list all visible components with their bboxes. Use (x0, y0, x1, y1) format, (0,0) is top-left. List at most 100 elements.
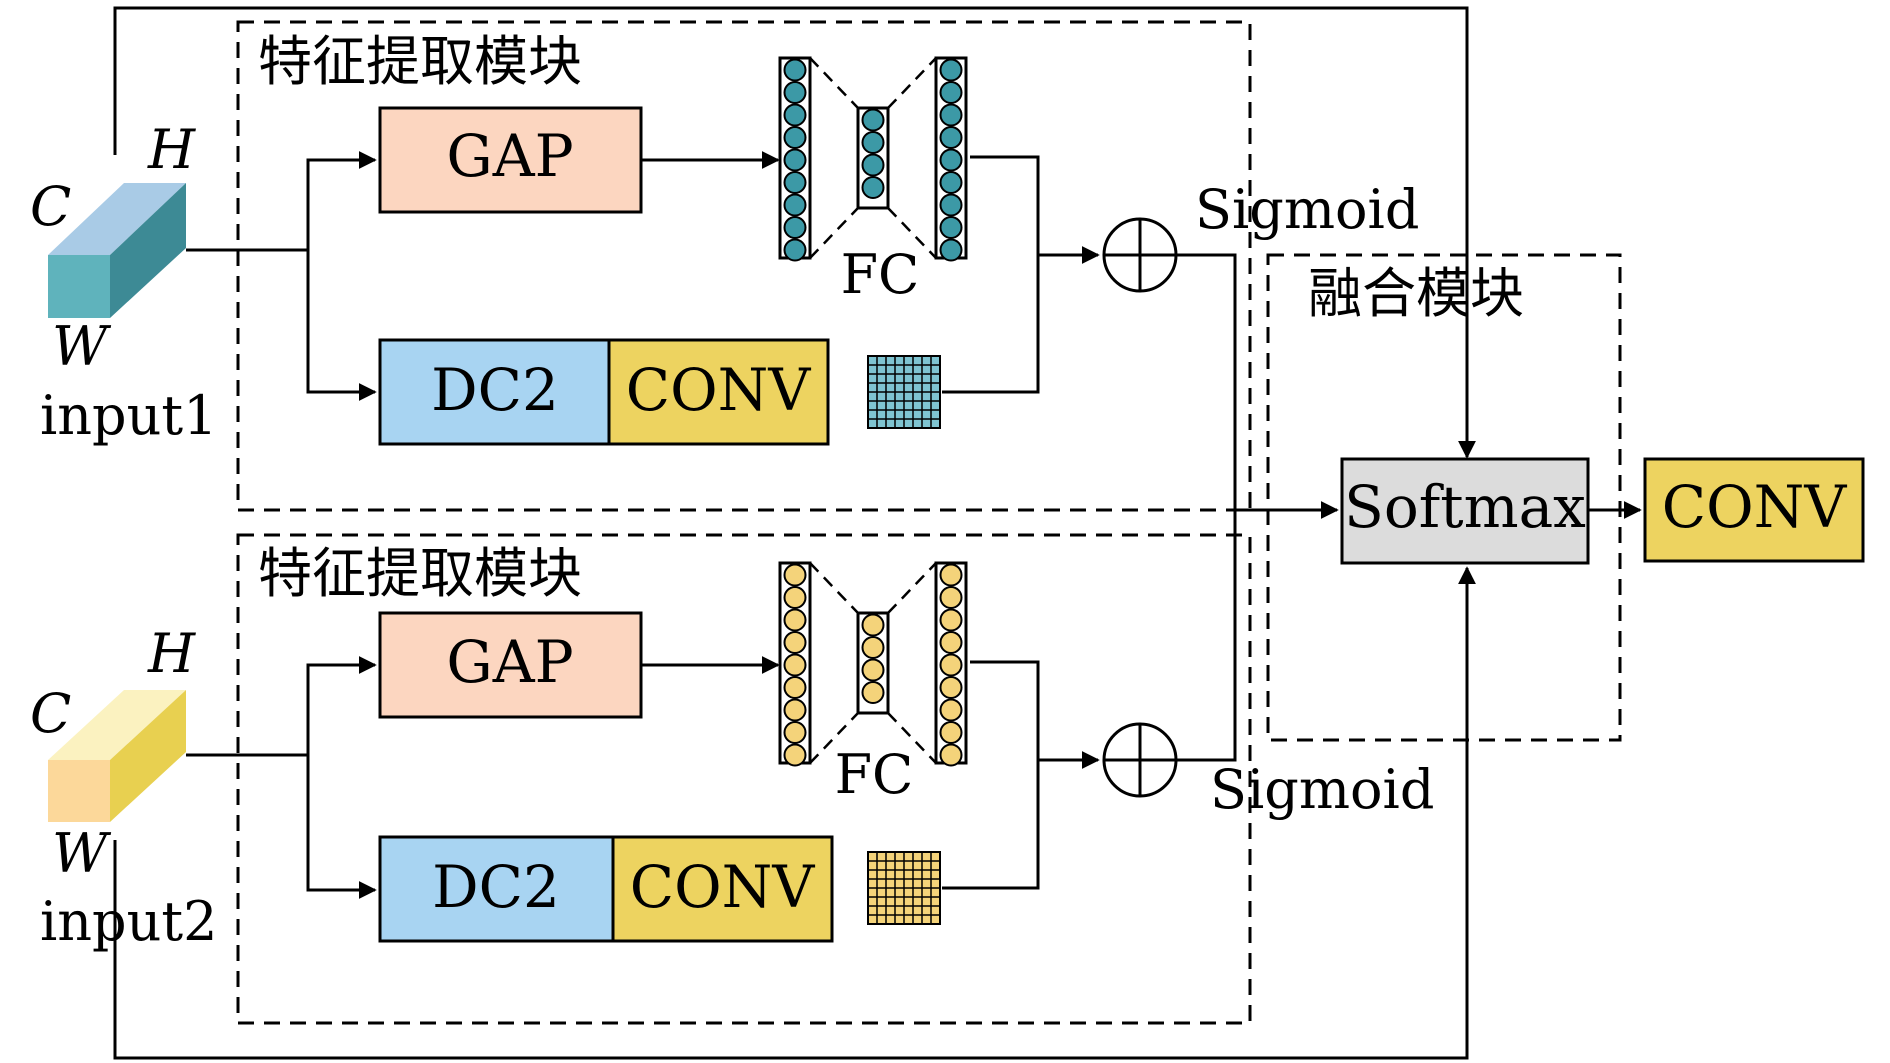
softmax-box (1340, 457, 1590, 565)
fc-2-neuron (939, 743, 963, 767)
fc-2-neuron (939, 653, 963, 677)
fc-2-neuron (939, 698, 963, 722)
fc-2-neuron (783, 586, 807, 609)
dc2-label-1: DC2 (431, 356, 559, 424)
fusion-module-title: 融合模块 (1308, 262, 1524, 325)
fc-2-neuron (939, 676, 963, 699)
feature-module-1-border (236, 20, 1252, 512)
fc-2-neuron (939, 563, 963, 587)
feature-module-1-title: 特征提取模块 (258, 30, 582, 93)
sigmoid-label-2: Sigmoid (1210, 758, 1434, 821)
fc-1-middle-column (856, 106, 890, 210)
fc-1-connector (887, 57, 937, 109)
fc-1-neuron (939, 216, 963, 239)
conv-box-1 (607, 338, 830, 446)
fc-1-neuron (939, 81, 963, 104)
fc-2-connector (887, 712, 937, 764)
fc-layer-1 (778, 56, 968, 262)
fc-2-neuron (783, 676, 807, 699)
fc-1-neuron (939, 171, 963, 194)
output-conv-box (1643, 457, 1865, 563)
output-conv-label: CONV (1662, 473, 1848, 541)
gap-box-1 (378, 106, 643, 214)
fc-1-neuron (939, 126, 963, 149)
arrow-to-gap-1 (306, 151, 377, 250)
conv-grid-icon-2 (867, 851, 941, 925)
arrow-to-dc2-1 (306, 250, 377, 401)
fc-layer-2 (778, 561, 968, 767)
fc-2-neuron (861, 658, 885, 682)
fc-1-connector (887, 207, 937, 259)
fc-2-neuron (861, 613, 885, 637)
fc-2-neuron (783, 721, 807, 744)
fc-2-connector (809, 712, 859, 764)
sum-node-2 (1102, 722, 1178, 798)
fc-2-neuron (939, 608, 963, 632)
fc-2-connector (887, 562, 937, 614)
conv-label-1: CONV (626, 356, 812, 424)
fc-2-neuron (783, 608, 807, 632)
fc-2-neuron (939, 586, 963, 609)
feature-module-2-title: 特征提取模块 (258, 542, 582, 605)
input2-dim-c: C (30, 682, 71, 745)
input1-label: input1 (40, 384, 217, 447)
conv-grid-icon-1 (867, 355, 941, 429)
fc-2-middle-column (856, 611, 890, 715)
fc-1-neuron (861, 176, 885, 199)
dc2-box-2 (378, 835, 615, 943)
input1-cube-side (110, 183, 186, 318)
grid-to-sum-2 (942, 760, 1040, 890)
sum2-to-softmax (1176, 510, 1237, 762)
fc-1-neuron (939, 103, 963, 127)
input1-cube-top (48, 183, 186, 255)
fc-1-neuron (783, 193, 807, 217)
fc-2-neuron (783, 653, 807, 677)
fc-2-neuron (861, 636, 885, 659)
sigmoid-label-1: Sigmoid (1195, 178, 1419, 241)
fc-1-neuron (861, 108, 885, 132)
fc-2-neuron (939, 631, 963, 654)
input1-cube-front (48, 255, 110, 318)
fc-to-sum-1 (970, 155, 1100, 264)
fc-1-neuron (783, 81, 807, 104)
input2-cube-front (48, 760, 110, 822)
softmax-label: Softmax (1344, 473, 1586, 541)
fc-1-neuron (783, 58, 807, 82)
fc-1-neuron (939, 148, 963, 172)
input1-cube (48, 183, 186, 318)
fc-1-neuron (939, 58, 963, 82)
input1-dim-w: W (52, 315, 112, 378)
fusion-module-border (1266, 253, 1622, 742)
fc-label-2: FC (835, 743, 914, 806)
fc-2-neuron (783, 631, 807, 654)
input2-dim-w: W (52, 822, 112, 885)
arrow-to-dc2-2 (306, 755, 377, 899)
input2-cube (48, 690, 186, 822)
input2-label: input2 (40, 890, 217, 953)
fc-1-connector (809, 57, 859, 109)
fc-1-neuron (783, 171, 807, 194)
gap-box-2 (378, 611, 643, 719)
fc-1-neuron (783, 216, 807, 239)
input2-cube-top (48, 690, 186, 760)
fc-1-neuron (783, 126, 807, 149)
fc-2-neuron (939, 721, 963, 744)
gap-label-1: GAP (446, 122, 573, 190)
fc-2-neuron (783, 563, 807, 587)
fc-to-sum-2 (970, 660, 1100, 769)
fc-2-neuron (783, 743, 807, 767)
arrow-to-gap-2 (306, 656, 377, 755)
conv-box-2 (611, 835, 834, 943)
fc-2-connector (809, 562, 859, 614)
fc-1-neuron (783, 103, 807, 127)
gap-label-2: GAP (446, 628, 573, 696)
fc-1-neuron (861, 153, 885, 177)
fc-2-neuron (861, 681, 885, 704)
grid-to-sum-1 (942, 255, 1040, 394)
fc-1-neuron (939, 193, 963, 217)
fc-1-connector (809, 207, 859, 259)
skip-connection-top (113, 6, 1476, 459)
input2-dim-h: H (147, 622, 196, 685)
sum-node-1 (1102, 217, 1178, 293)
